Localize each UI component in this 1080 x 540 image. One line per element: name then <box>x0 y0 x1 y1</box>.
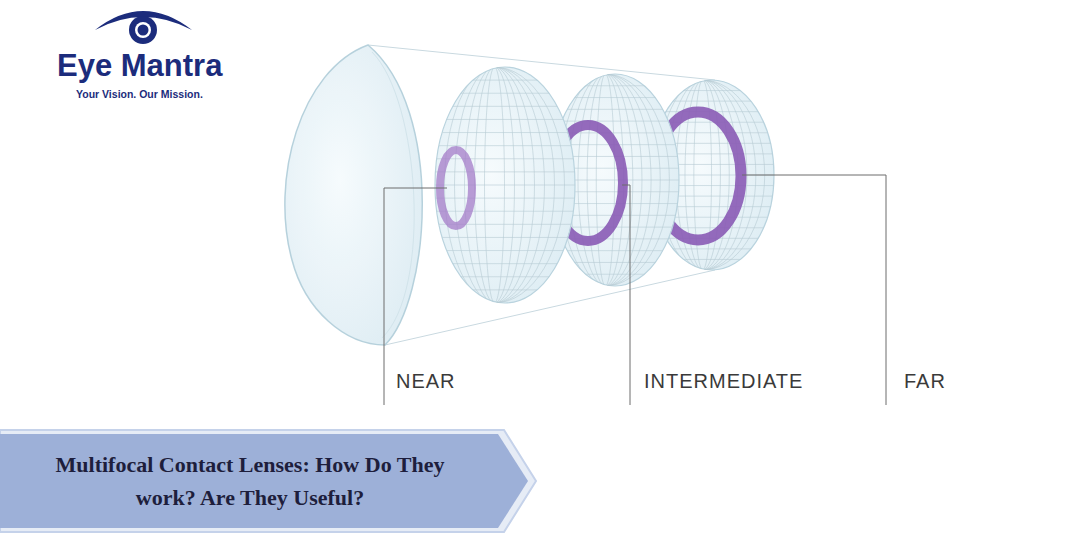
leader-lines <box>384 175 886 405</box>
contact-lens <box>285 45 422 345</box>
near-lens <box>425 67 576 303</box>
logo-eye-icon <box>95 11 192 44</box>
banner-shape <box>0 428 540 534</box>
zone-label: FAR <box>904 370 946 393</box>
zone-label: INTERMEDIATE <box>644 370 803 393</box>
banner-title: Multifocal Contact Lenses: How Do They w… <box>50 448 450 514</box>
logo-tagline: Your Vision. Our Mission. <box>76 88 203 100</box>
zone-label: NEAR <box>396 370 456 393</box>
logo-name: Eye Mantra <box>57 48 222 84</box>
title-banner: Multifocal Contact Lenses: How Do They w… <box>0 428 540 534</box>
